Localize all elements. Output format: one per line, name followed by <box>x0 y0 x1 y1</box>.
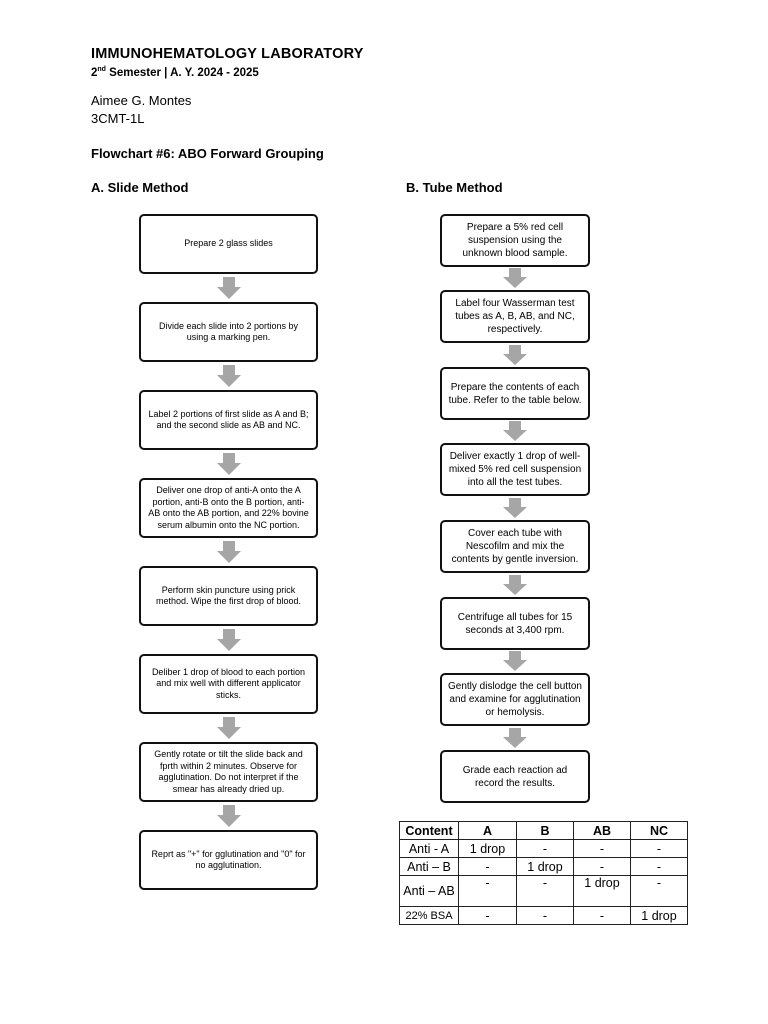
lab-title: IMMUNOHEMATOLOGY LABORATORY <box>91 46 364 62</box>
semester-line: 2nd Semester | A. Y. 2024 - 2025 <box>91 66 259 79</box>
down-arrow-icon <box>217 717 241 739</box>
down-arrow-icon <box>503 268 527 288</box>
table-cell: 1 drop <box>630 906 688 925</box>
slide-step-6: Deliber 1 drop of blood to each portion … <box>139 654 318 714</box>
table-cell: - <box>516 839 574 858</box>
down-arrow-icon <box>503 421 527 441</box>
table-cell: - <box>516 875 574 907</box>
slide-step-4: Deliver one drop of anti-A onto the A po… <box>139 478 318 538</box>
table-header: NC <box>630 821 688 840</box>
table-cell: - <box>630 857 688 876</box>
slide-step-7: Gently rotate or tilt the slide back and… <box>139 742 318 802</box>
table-cell: - <box>573 906 631 925</box>
table-cell: Anti – B <box>399 857 459 876</box>
down-arrow-icon <box>217 277 241 299</box>
student-name: Aimee G. Montes <box>91 93 192 108</box>
tube-step-4: Deliver exactly 1 drop of well-mixed 5% … <box>440 443 590 496</box>
table-header: Content <box>399 821 459 840</box>
down-arrow-icon <box>217 541 241 563</box>
table-cell: - <box>458 906 517 925</box>
table-cell: 1 drop <box>458 839 517 858</box>
table-cell: - <box>630 839 688 858</box>
tube-step-3: Prepare the contents of each tube. Refer… <box>440 367 590 420</box>
table-cell: - <box>458 857 517 876</box>
down-arrow-icon <box>217 365 241 387</box>
table-cell: 22% BSA <box>399 906 459 925</box>
table-cell: - <box>458 875 517 907</box>
table-cell: - <box>516 906 574 925</box>
down-arrow-icon <box>503 345 527 365</box>
table-cell: Anti – AB <box>399 875 459 907</box>
down-arrow-icon <box>503 575 527 595</box>
tube-method-heading: B. Tube Method <box>406 180 503 195</box>
table-cell: 1 drop <box>573 875 631 907</box>
down-arrow-icon <box>503 728 527 748</box>
down-arrow-icon <box>217 629 241 651</box>
table-header: B <box>516 821 574 840</box>
table-cell: - <box>630 875 688 907</box>
semester-rest: Semester | A. Y. 2024 - 2025 <box>105 66 259 79</box>
tube-step-2: Label four Wasserman test tubes as A, B,… <box>440 290 590 343</box>
slide-step-2: Divide each slide into 2 portions by usi… <box>139 302 318 362</box>
tube-step-1: Prepare a 5% red cell suspension using t… <box>440 214 590 267</box>
reagent-table: Content A B AB NC Anti - A 1 drop - - - … <box>399 821 688 925</box>
down-arrow-icon <box>503 651 527 671</box>
table-cell: - <box>573 857 631 876</box>
slide-step-3: Label 2 portions of first slide as A and… <box>139 390 318 450</box>
table-row: Anti – AB - - 1 drop - <box>399 875 688 907</box>
slide-method-heading: A. Slide Method <box>91 180 189 195</box>
table-header: A <box>458 821 517 840</box>
down-arrow-icon <box>217 453 241 475</box>
flowchart-title: Flowchart #6: ABO Forward Grouping <box>91 146 324 161</box>
table-row: 22% BSA - - - 1 drop <box>399 906 688 925</box>
tube-step-8: Grade each reaction ad record the result… <box>440 750 590 803</box>
down-arrow-icon <box>503 498 527 518</box>
table-cell: Anti - A <box>399 839 459 858</box>
table-header-row: Content A B AB NC <box>399 821 688 840</box>
tube-step-5: Cover each tube with Nescofilm and mix t… <box>440 520 590 573</box>
slide-step-8: Reprt as "+" for gglutination and "0" fo… <box>139 830 318 890</box>
table-header: AB <box>573 821 631 840</box>
tube-step-7: Gently dislodge the cell button and exam… <box>440 673 590 726</box>
tube-step-6: Centrifuge all tubes for 15 seconds at 3… <box>440 597 590 650</box>
semester-number: 2 <box>91 66 98 79</box>
slide-step-5: Perform skin puncture using prick method… <box>139 566 318 626</box>
slide-step-1: Prepare 2 glass slides <box>139 214 318 274</box>
semester-suffix: nd <box>97 66 106 73</box>
table-row: Anti – B - 1 drop - - <box>399 857 688 876</box>
table-cell: - <box>573 839 631 858</box>
student-section: 3CMT-1L <box>91 111 145 126</box>
down-arrow-icon <box>217 805 241 827</box>
table-row: Anti - A 1 drop - - - <box>399 839 688 858</box>
table-cell: 1 drop <box>516 857 574 876</box>
